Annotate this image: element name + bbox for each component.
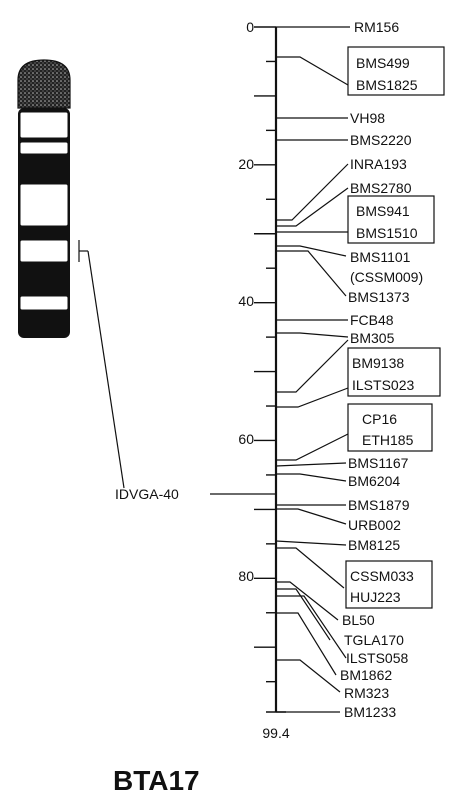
marker-connectors [275,26,350,713]
axis-tick-labels: 0 20 40 60 80 99.4 [238,19,289,741]
marker-vh98: VH98 [350,110,385,126]
band-5 [19,295,69,311]
box-cssm033-huj223 [345,560,433,609]
marker-bms941: BMS941 [356,203,410,219]
marker-cp16: CP16 [362,411,397,427]
band-4 [19,239,69,263]
tick-label-60: 60 [238,431,254,447]
marker-fcb48: FCB48 [350,312,394,328]
tick-label-80: 80 [238,568,254,584]
marker-rm156: RM156 [354,19,399,35]
marker-bms499: BMS499 [356,55,410,71]
marker-bm8125: BM8125 [348,537,400,553]
marker-eth185: ETH185 [362,432,414,448]
marker-bm1233: BM1233 [344,704,396,720]
box-bm9138-ilsts023 [347,347,441,397]
band-1 [19,111,69,139]
box-bms499-bms1825 [347,46,445,96]
centromere-cap [17,59,71,109]
marker-bms1167: BMS1167 [348,455,409,471]
marker-bms1101: BMS1101 [350,249,411,265]
marker-bms2220: BMS2220 [350,132,412,148]
tick-label-20: 20 [238,156,254,172]
marker-bm6204: BM6204 [348,473,400,489]
tick-label-0: 0 [246,19,254,35]
marker-labels: RM156 BMS499 BMS1825 VH98 BMS2220 INRA19… [340,19,423,720]
band-3 [19,183,69,227]
marker-bms1510: BMS1510 [356,225,418,241]
box-cp16-eth185 [347,403,433,452]
marker-bm1862: BM1862 [340,667,392,683]
chromosome-ideogram [17,59,71,338]
axis-end-label: 99.4 [262,725,289,741]
marker-bms1825: BMS1825 [356,77,418,93]
marker-bms1373: BMS1373 [348,289,410,305]
marker-cssm033: CSSM033 [350,568,414,584]
marker-cssm009: (CSSM009) [350,269,423,285]
chromosome-title: BTA17 [113,765,200,796]
marker-bl50: BL50 [342,612,375,628]
marker-inra193: INRA193 [350,156,407,172]
idvga-40-label: IDVGA-40 [115,486,179,502]
marker-bm305: BM305 [350,330,395,346]
marker-tgla170: TGLA170 [344,632,404,648]
marker-ilsts058: ILSTS058 [346,650,408,666]
box-bms941-bms1510 [347,195,435,244]
marker-huj223: HUJ223 [350,589,401,605]
marker-urb002: URB002 [348,517,401,533]
marker-rm323: RM323 [344,685,389,701]
marker-bm9138: BM9138 [352,355,404,371]
marker-bms1879: BMS1879 [348,497,410,513]
marker-boxes [345,46,445,609]
axis-ticks [254,26,286,713]
idvga-connector [78,240,276,495]
marker-bms2780: BMS2780 [350,180,412,196]
tick-label-40: 40 [238,293,254,309]
band-2 [19,141,69,155]
marker-ilsts023: ILSTS023 [352,377,414,393]
